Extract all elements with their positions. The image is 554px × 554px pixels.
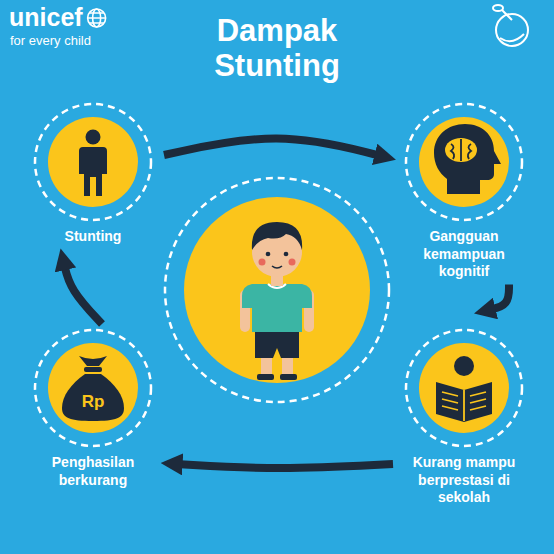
unicef-globe: [88, 9, 106, 27]
book-lines: [442, 390, 486, 421]
dashed-ring: [35, 104, 151, 220]
cycle-arrow: [164, 138, 381, 156]
person-head: [86, 130, 101, 145]
head-profile: [434, 124, 501, 194]
title: Dampak Stunting: [162, 14, 392, 83]
cycle-arrow: [64, 264, 102, 325]
cycle-step: Gangguan kemampuan kognitif: [399, 100, 529, 281]
step-icon: [79, 130, 107, 197]
dashed-ring: [406, 104, 522, 220]
step-icon: [434, 124, 501, 194]
step-circle: [399, 326, 529, 450]
currency-symbol: Rp: [82, 392, 105, 412]
yellow-disc: [419, 117, 509, 207]
step-circle: [399, 100, 529, 224]
cycle-step: Stunting: [28, 100, 158, 246]
reader-head: [454, 356, 474, 376]
person-body: [79, 147, 107, 196]
yellow-disc: [419, 343, 509, 433]
yellow-disc: [48, 343, 138, 433]
book: [436, 382, 492, 422]
bag-top: [79, 356, 107, 366]
dashed-ring: [35, 330, 151, 446]
bag-tie: [84, 367, 102, 372]
step-label: Penghasilan berkurang: [33, 454, 153, 489]
brain: [445, 138, 477, 162]
cycle-arrow: [489, 285, 509, 311]
step-label: Stunting: [33, 228, 153, 246]
dashed-ring: [406, 330, 522, 446]
brain-folds: [451, 139, 471, 161]
step-icon: [436, 356, 492, 422]
logo-tagline: for every child: [10, 33, 91, 48]
logo-text: unicef: [9, 3, 83, 32]
yellow-disc: [48, 117, 138, 207]
cycle-step: Kurang mampu berprestasi di sekolah: [399, 326, 529, 507]
money-bag: [62, 374, 124, 421]
child-illustration: [165, 178, 389, 402]
step-label: Gangguan kemampuan kognitif: [404, 228, 524, 281]
step-circle: [28, 326, 158, 450]
cycle-arrow: [176, 464, 393, 468]
step-icon: [62, 356, 124, 421]
step-label: Kurang mampu berprestasi di sekolah: [404, 454, 524, 507]
step-circle: [28, 100, 158, 224]
spoon-logo: [493, 5, 528, 46]
